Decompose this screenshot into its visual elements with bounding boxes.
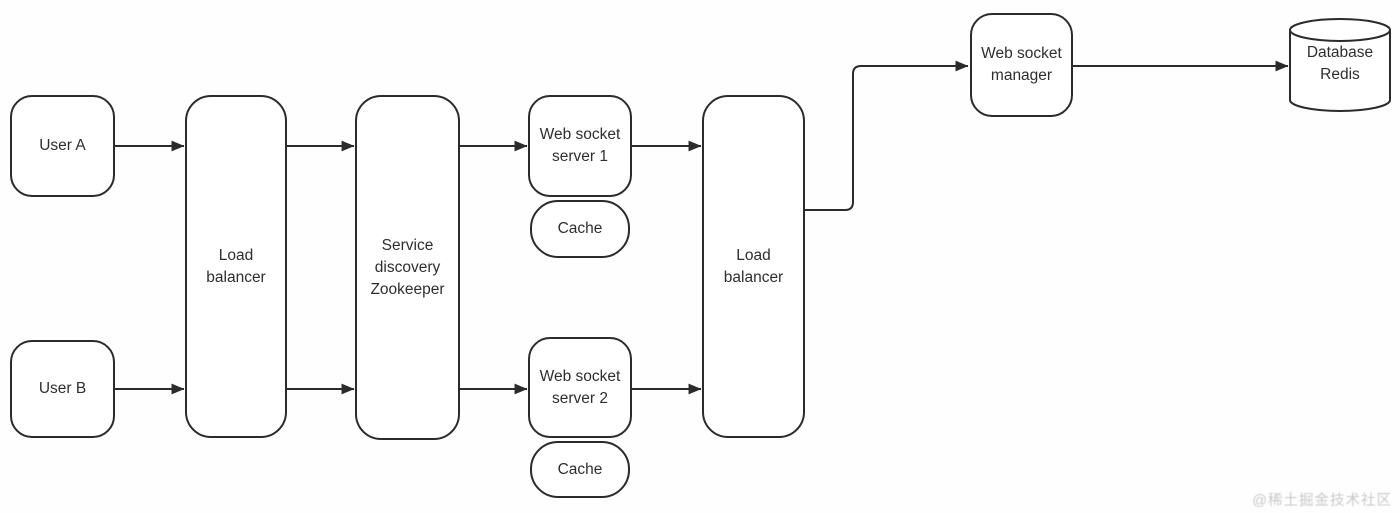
node-cache-2: Cache	[530, 441, 630, 498]
node-user-b: User B	[10, 340, 115, 438]
node-web-socket-server-2: Web socket server 2	[528, 337, 632, 438]
node-user-a: User A	[10, 95, 115, 197]
node-label: Web socket server 1	[539, 126, 621, 165]
database-cylinder-icon	[1289, 18, 1391, 112]
node-web-socket-server-1: Web socket server 1	[528, 95, 632, 197]
watermark-text: @稀土掘金技术社区	[1252, 493, 1392, 509]
node-service-discovery-zookeeper: Service discovery Zookeeper	[355, 95, 460, 440]
node-label: Web socket server 2	[539, 367, 621, 407]
node-load-balancer-2: Load balancer	[702, 95, 805, 438]
node-label: Cache	[557, 460, 603, 478]
node-label: Service discovery Zookeeper	[370, 236, 445, 298]
node-label: Load balancer	[723, 246, 784, 286]
node-label: Load balancer	[206, 246, 266, 286]
edge-lb2-wsmanager	[805, 60, 969, 211]
node-label: User B	[38, 380, 87, 397]
node-database-redis-label: Database Redis	[1306, 44, 1374, 83]
node-cache-1: Cache	[530, 200, 630, 258]
node-label: Web socket manager	[981, 45, 1062, 84]
node-load-balancer-1: Load balancer	[185, 95, 287, 438]
node-web-socket-manager: Web socket manager	[970, 13, 1073, 117]
node-label: Cache	[557, 220, 603, 237]
node-label: User A	[39, 137, 86, 154]
